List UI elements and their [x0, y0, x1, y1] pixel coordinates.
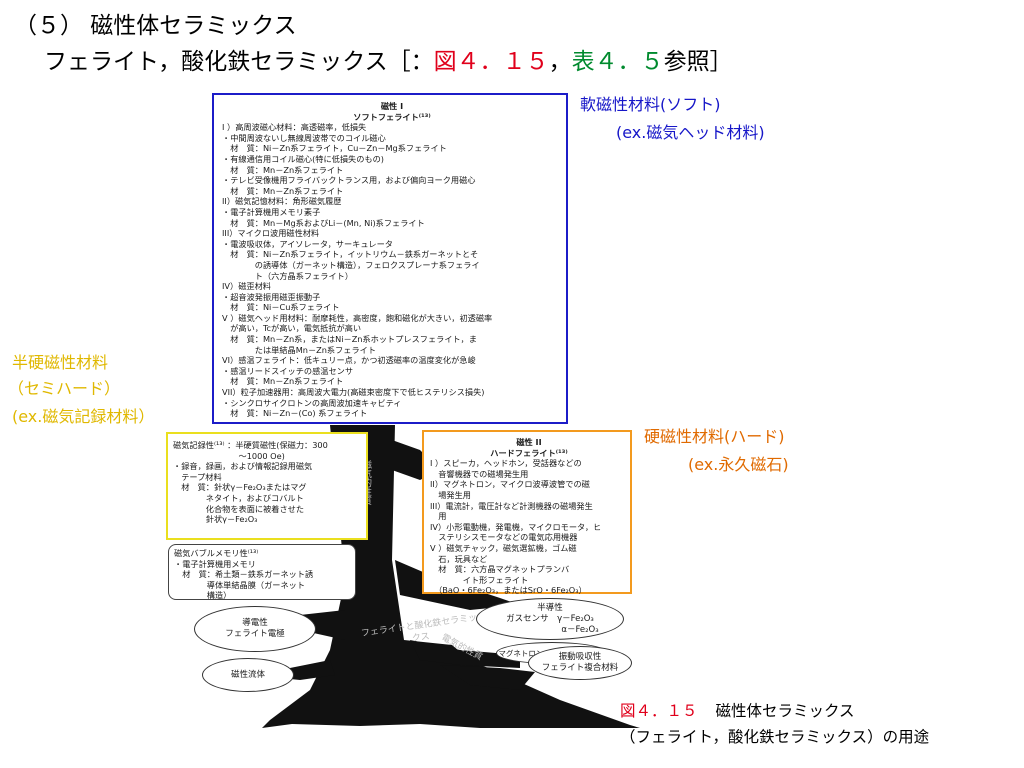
- scan-line: 磁気記録性⁽¹³⁾ ：半硬質磁性(保磁力：300: [173, 440, 328, 450]
- scan-line: II）マグネトロン，マイクロ波導波管での磁: [430, 479, 590, 490]
- scan-line: III）マイクロ波用磁性材料: [222, 228, 320, 239]
- scan-line: 材 質：Mn－Zn系フェライト: [222, 185, 344, 196]
- conductive-title: 導電性: [242, 618, 268, 628]
- scan-line: 導体単結晶膜（ガーネット: [174, 579, 306, 590]
- hard-magnetic-label: 硬磁性材料(ハード): [644, 427, 785, 446]
- scan-line: ・中間周波ないし無線周波帯でのコイル磁心: [222, 132, 386, 143]
- vibration-absorption-oval: 振動吸収性 フェライト複合材料: [528, 646, 632, 680]
- scan-line: V ）磁気チャック，磁気選鉱機，ゴム磁: [430, 542, 577, 553]
- subtitle-prefix: フェライト，酸化鉄セラミックス［：: [44, 49, 434, 75]
- semiconductive-oval: 半導性 ガスセンサ γ－Fe₂O₃ α－Fe₂O₃: [476, 598, 624, 640]
- scan-line: 材 質：Ni－Zn系フェライト，イットリウム－鉄系ガーネットとそ: [222, 249, 479, 260]
- scan-line: 磁性 I: [380, 101, 404, 111]
- scan-line: が高い，Tcが高い，電気抵抗が高い: [222, 323, 362, 334]
- scan-line: 材 質：Mn－Zn系フェライト: [222, 376, 344, 387]
- hard-magnetic-example: (ex.永久磁石): [688, 455, 789, 474]
- scan-line: 化合物を表面に被着させた: [173, 503, 305, 514]
- scan-line: V ）磁気ヘッド用材料：耐摩耗性，高密度，飽和磁化が大きい，初透磁率: [222, 312, 493, 323]
- scan-line: 材 質：Ni－Cu系フェライト: [222, 302, 340, 313]
- scan-line: ・電波吸収体，アイソレータ，サーキュレータ: [222, 238, 393, 249]
- scan-line: 音響機器での磁場発生用: [430, 468, 529, 479]
- scan-line: ・録音，録画，および情報記録用磁気: [173, 461, 313, 472]
- table-reference: 表４．５: [571, 49, 664, 75]
- scan-line: 材 質：六方晶マグネットプランバ: [430, 564, 570, 575]
- magnetic-recording-box: 磁気記録性⁽¹³⁾ ：半硬質磁性(保磁力：300 ～1000 Oe) ・録音，録…: [166, 432, 368, 540]
- scan-line: I ）スピーカ，ヘッドホン，受話器などの: [430, 458, 582, 469]
- magnetic-recording-text: 磁気記録性⁽¹³⁾ ：半硬質磁性(保磁力：300 ～1000 Oe) ・録音，録…: [173, 440, 365, 525]
- scan-line: ・有線通信用コイル磁心(特に低損失のもの): [222, 153, 384, 164]
- conductive-oval: 導電性 フェライト電極: [194, 606, 316, 652]
- semiconductive-title: 半導性: [537, 602, 563, 613]
- scan-line: III）電流計，電圧計など計測機器の磁場発生: [430, 500, 593, 511]
- scan-line: IV）小形電動機，発電機，マイクロモータ，ヒ: [430, 521, 602, 532]
- scan-line: 磁性 II: [516, 437, 542, 447]
- subtitle-separator: ，: [548, 49, 572, 75]
- scan-line: ・シンクロサイクロトンの高周波加速キャビティ: [222, 397, 402, 408]
- scan-line: ト（六方晶系フェライト）: [222, 270, 354, 281]
- scan-line: II）磁気記憶材料：角形磁気履歴: [222, 196, 342, 207]
- scan-line: VII）粒子加速器用：高周波大電力(高磁束密度下で低ヒステリシス損失): [222, 387, 485, 398]
- slide-title: （５） 磁性体セラミックス: [14, 13, 297, 39]
- scan-line: 材 質：希土類－鉄系ガーネット誘: [174, 569, 314, 580]
- figure-caption-line1: 図４．１５ 磁性体セラミックス: [620, 700, 855, 722]
- scan-line: （BaO・6Fe₂O₃，またはSrO・6Fe₂O₃）: [430, 585, 587, 596]
- magnetic-fluid-label: 磁性流体: [230, 669, 265, 680]
- soft-magnetic-example: (ex.磁気ヘッド材料): [616, 123, 765, 142]
- hard-ferrite-box: 磁性 II ハードフェライト⁽¹³⁾ I ）スピーカ，ヘッドホン，受話器などの …: [422, 430, 632, 596]
- scan-line: ネタイト，およびコバルト: [173, 492, 304, 503]
- scan-line: 材 質：Mn－Zn系，またはNi－Zn系ホットプレスフェライト，ま: [222, 334, 477, 345]
- semi-hard-subtitle: （セミハード）: [8, 379, 121, 398]
- tree-branch-right-low: [440, 665, 535, 690]
- scan-line: 材 質：Ni－Zn系フェライト，Cu－Zn－Mg系フェライト: [222, 143, 447, 154]
- scan-line: 材 質：Mn－Mg系およびLi－(Mn, Ni)系フェライト: [222, 217, 425, 228]
- scan-line: ・テレビ受像機用フライバックトランス用，および偏向ヨーク用磁心: [222, 175, 476, 186]
- tree-branch-right-mid: [410, 640, 520, 668]
- scan-line: 材 質：針状γ－Fe₂O₃またはマグ: [173, 482, 307, 493]
- scan-line: I ）高周波磁心材料：高透磁率，低損失: [222, 122, 367, 133]
- hard-ferrite-text: 磁性 II ハードフェライト⁽¹³⁾ I ）スピーカ，ヘッドホン，受話器などの …: [430, 437, 628, 596]
- scan-line: 材 質：Mn－Zn系フェライト: [222, 164, 344, 175]
- bubble-memory-box: 磁気バブルメモリ性⁽¹³⁾ ・電子計算機用メモリ 材 質：希土類－鉄系ガーネット…: [168, 544, 356, 600]
- semiconductive-body-1: ガスセンサ γ－Fe₂O₃: [506, 613, 594, 624]
- scan-line: ・電子計算機用メモリ: [174, 558, 256, 569]
- scan-line: 構造）: [174, 590, 232, 601]
- scan-line: ソフトフェライト⁽¹³⁾: [353, 111, 431, 122]
- caption-figure-number: 図４．１５: [620, 702, 698, 720]
- scan-line: たは単結晶Mn－Zn系フェライト: [222, 344, 377, 355]
- soft-ferrite-text: 磁性 I ソフトフェライト⁽¹³⁾ I ）高周波磁心材料：高透磁率，低損失 ・中…: [222, 101, 562, 419]
- scan-line: ・超音波発振用磁歪振動子: [222, 291, 321, 302]
- scan-line: 磁気バブルメモリ性⁽¹³⁾: [174, 548, 259, 558]
- scan-line: 石，玩具など: [430, 553, 488, 564]
- scan-line: ～1000 Oe): [173, 450, 285, 461]
- scan-line: ・電子計算機用メモリ素子: [222, 206, 321, 217]
- scan-line: 材 質：Ni－Zn－(Co) 系フェライト: [222, 408, 368, 419]
- scan-line: テープ材料: [173, 471, 222, 482]
- slide-subtitle: フェライト，酸化鉄セラミックス［：図４．１５，表４．５参照］: [44, 42, 733, 76]
- conductive-body: フェライト電極: [225, 629, 285, 639]
- scan-line: VI）感温フェライト：低キュリー点，かつ初透磁率の温度変化が急峻: [222, 355, 476, 366]
- soft-ferrite-box: 磁性 I ソフトフェライト⁽¹³⁾ I ）高周波磁心材料：高透磁率，低損失 ・中…: [212, 93, 568, 424]
- subtitle-suffix: 参照］: [663, 49, 733, 75]
- vibration-title: 振動吸収性: [558, 652, 602, 662]
- scan-line: イト形フェライト: [430, 574, 529, 585]
- scan-line: の誘導体（ガーネット構造），フェロクスプレーナ系フェライ: [222, 259, 480, 270]
- scan-line: 場発生用: [430, 489, 471, 500]
- figure-reference: 図４．１５: [433, 49, 549, 75]
- figure-caption-line2: （フェライト，酸化鉄セラミックス）の用途: [620, 728, 930, 746]
- semiconductive-body-2: α－Fe₂O₃: [561, 624, 599, 635]
- soft-magnetic-label: 軟磁性材料(ソフト): [580, 95, 721, 114]
- vibration-body: フェライト複合材料: [541, 663, 619, 673]
- caption-title: 磁性体セラミックス: [715, 702, 855, 720]
- scan-line: IV）磁歪材料: [222, 281, 271, 292]
- semi-hard-example: (ex.磁気記録材料）: [12, 407, 155, 426]
- scan-line: ステリシスモータなどの電気応用機器: [430, 532, 578, 543]
- scan-line: 針状γ－Fe₂O₃: [173, 514, 258, 525]
- bubble-memory-text: 磁気バブルメモリ性⁽¹³⁾ ・電子計算機用メモリ 材 質：希土類－鉄系ガーネット…: [174, 548, 354, 601]
- scan-line: ハードフェライト⁽¹³⁾: [490, 447, 568, 458]
- semi-hard-label: 半硬磁性材料: [12, 353, 109, 372]
- scan-line: ・感温リードスイッチの感温センサ: [222, 365, 354, 376]
- scan-line: 用: [430, 511, 447, 522]
- magnetic-fluid-oval: 磁性流体: [202, 658, 294, 692]
